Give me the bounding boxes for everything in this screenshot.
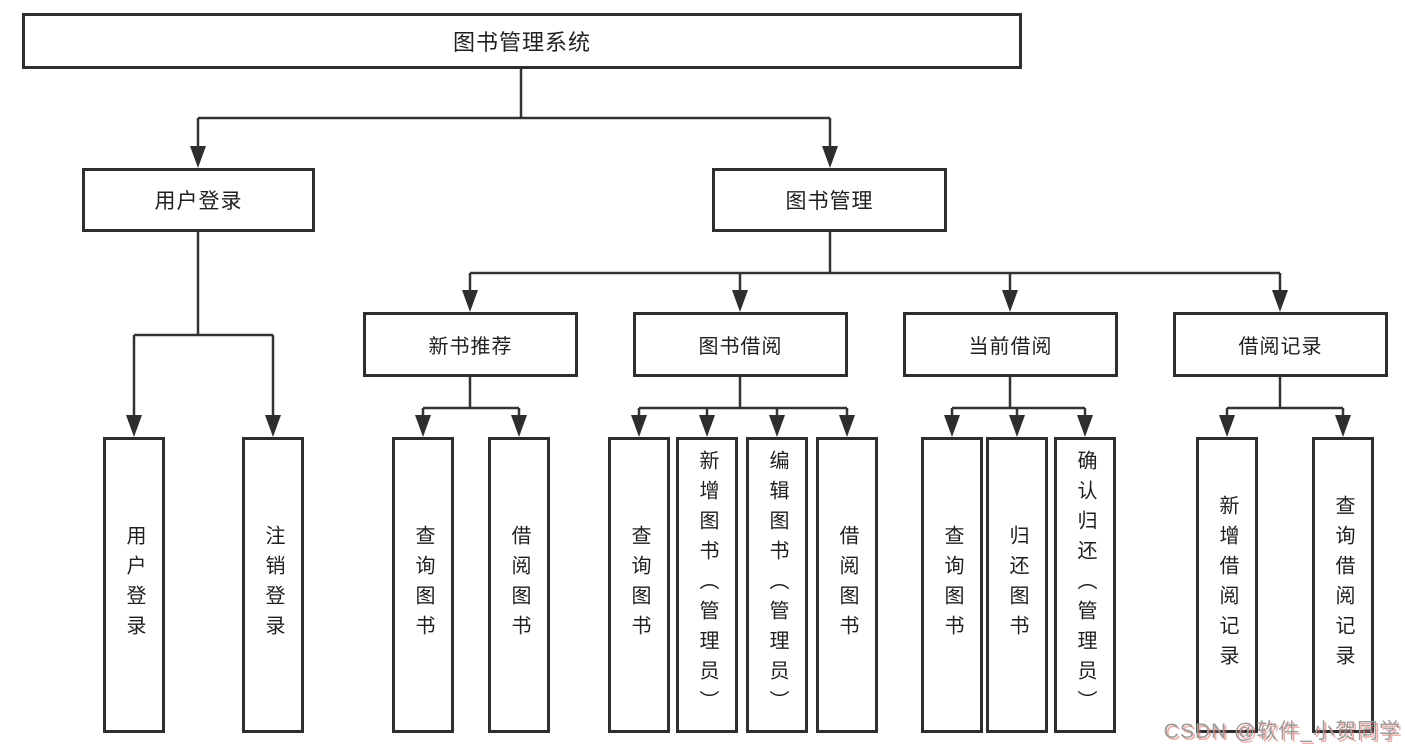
leaf-label: 注销登录 <box>262 525 284 645</box>
node-user-login: 用户登录 <box>82 168 315 232</box>
connector-root-to-level2 <box>190 69 838 168</box>
connector-borrow-to-children <box>631 377 855 437</box>
arrow-down-icon <box>1272 290 1288 312</box>
arrow-down-icon <box>699 415 715 437</box>
connector-current-to-children <box>944 377 1093 437</box>
leaf-label: 查询图书 <box>628 525 650 645</box>
leaf-label: 借阅图书 <box>836 525 858 645</box>
arrow-down-icon <box>190 146 206 168</box>
leaf-label: 归还图书 <box>1006 525 1028 645</box>
leaf-query-books-borrow: 查询图书 <box>608 437 670 733</box>
leaf-edit-books-admin: 编辑图书（管理员） <box>746 437 808 733</box>
leaf-logout: 注销登录 <box>242 437 304 733</box>
arrow-down-icon <box>944 415 960 437</box>
leaf-borrow-books: 借阅图书 <box>816 437 878 733</box>
leaf-add-books-admin: 新增图书（管理员） <box>676 437 738 733</box>
leaf-label: 确认归还（管理员） <box>1074 450 1096 720</box>
connector-newbooks-to-children <box>415 377 527 437</box>
connector-records-to-children <box>1219 377 1351 437</box>
leaf-add-borrow-record: 新增借阅记录 <box>1196 437 1258 733</box>
connector-login-to-children <box>126 232 281 437</box>
leaf-label: 编辑图书（管理员） <box>766 450 788 720</box>
leaf-label: 新增图书（管理员） <box>696 450 718 720</box>
connector-bookmgmt-to-level3 <box>462 232 1288 312</box>
leaf-user-login: 用户登录 <box>103 437 165 733</box>
arrow-down-icon <box>1009 415 1025 437</box>
arrow-down-icon <box>1077 415 1093 437</box>
arrow-down-icon <box>1219 415 1235 437</box>
arrow-down-icon <box>511 415 527 437</box>
arrow-down-icon <box>462 290 478 312</box>
leaf-label: 借阅图书 <box>508 525 530 645</box>
arrow-down-icon <box>839 415 855 437</box>
leaf-label: 查询图书 <box>412 525 434 645</box>
leaf-label: 新增借阅记录 <box>1216 495 1238 675</box>
arrow-down-icon <box>265 415 281 437</box>
arrow-down-icon <box>126 415 142 437</box>
node-library-management-system: 图书管理系统 <box>22 13 1022 69</box>
leaf-borrow-books-recommend: 借阅图书 <box>488 437 550 733</box>
node-book-borrowing: 图书借阅 <box>633 312 848 377</box>
leaf-label: 查询借阅记录 <box>1332 495 1354 675</box>
node-book-management: 图书管理 <box>712 168 947 232</box>
leaf-query-books-recommend: 查询图书 <box>392 437 454 733</box>
arrow-down-icon <box>415 415 431 437</box>
node-borrowing-records: 借阅记录 <box>1173 312 1388 377</box>
arrow-down-icon <box>769 415 785 437</box>
arrow-down-icon <box>732 290 748 312</box>
arrow-down-icon <box>822 146 838 168</box>
arrow-down-icon <box>1002 290 1018 312</box>
node-current-borrowing: 当前借阅 <box>903 312 1118 377</box>
leaf-return-books: 归还图书 <box>986 437 1048 733</box>
leaf-query-books-current: 查询图书 <box>921 437 983 733</box>
arrow-down-icon <box>631 415 647 437</box>
leaf-label: 查询图书 <box>941 525 963 645</box>
leaf-label: 用户登录 <box>123 525 145 645</box>
node-new-book-recommendation: 新书推荐 <box>363 312 578 377</box>
leaf-query-borrow-record: 查询借阅记录 <box>1312 437 1374 733</box>
arrow-down-icon <box>1335 415 1351 437</box>
leaf-confirm-return-admin: 确认归还（管理员） <box>1054 437 1116 733</box>
